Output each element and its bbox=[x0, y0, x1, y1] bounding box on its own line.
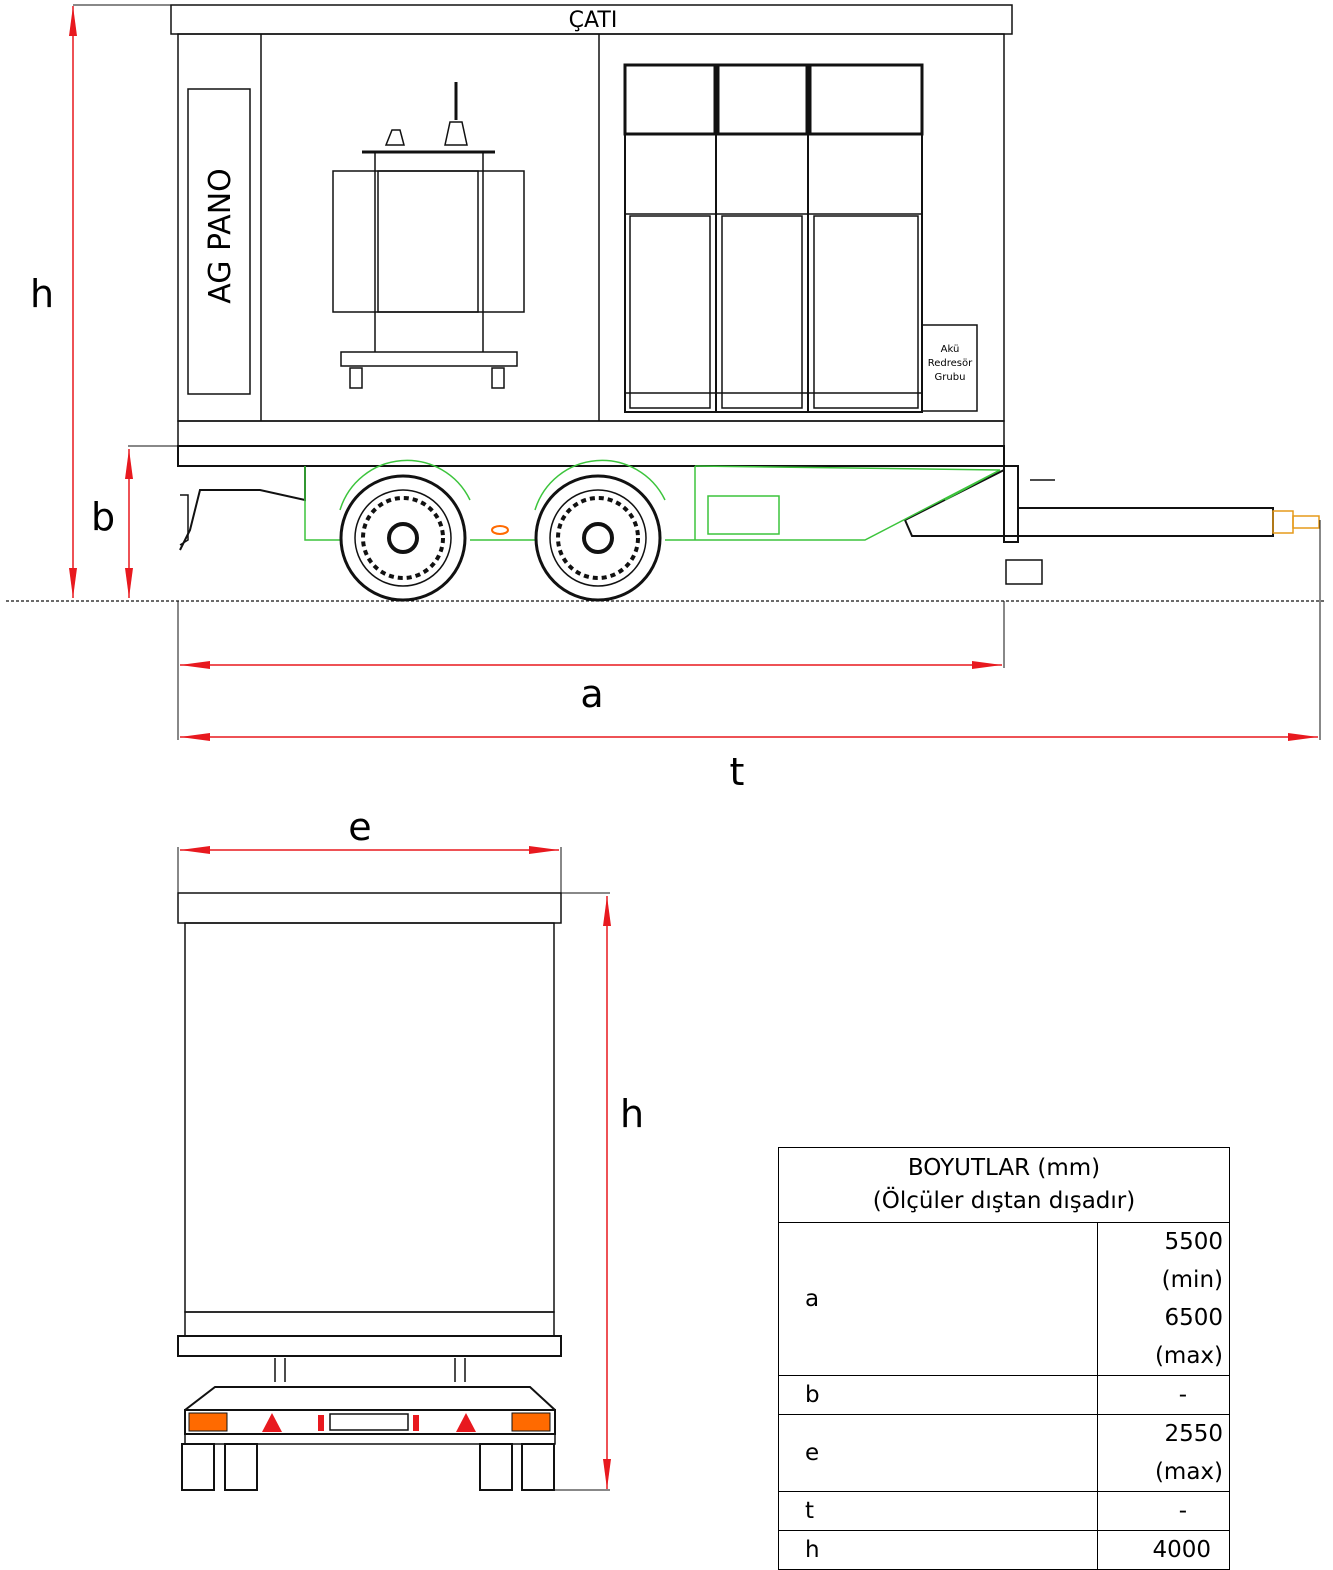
table-row: b - bbox=[778, 1375, 1230, 1415]
row-value: 4000 bbox=[1097, 1530, 1230, 1570]
front-roof bbox=[177, 892, 562, 924]
row-value: 5500 (min) 6500 (max) bbox=[1097, 1222, 1230, 1376]
technical-drawing: ÇATI AG PANO Akü Redresör Grubu h b a t bbox=[6, 4, 1325, 1491]
switchgear-cells bbox=[623, 63, 924, 413]
tail-light-right bbox=[511, 1412, 551, 1432]
table-header: BOYUTLAR (mm) (Ölçüler dıştan dışadır) bbox=[778, 1147, 1230, 1223]
dim-label-h-front: h bbox=[620, 1092, 644, 1136]
ag-panel bbox=[187, 88, 251, 395]
dim-label-t: t bbox=[730, 750, 745, 794]
dimension-lines bbox=[69, 4, 1321, 741]
row-label: e bbox=[778, 1414, 1098, 1492]
dim-label-a: a bbox=[580, 672, 603, 716]
rear-lights bbox=[188, 1412, 551, 1432]
rear-wheel bbox=[521, 1443, 555, 1491]
table-title: BOYUTLAR (mm) bbox=[907, 1155, 1101, 1181]
row-value: 2550 (max) bbox=[1097, 1414, 1230, 1492]
fender bbox=[304, 459, 1001, 541]
wheel bbox=[534, 474, 662, 602]
row-value: - bbox=[1097, 1375, 1230, 1415]
table-row: a 5500 (min) 6500 (max) bbox=[778, 1222, 1230, 1376]
table-subtitle: (Ölçüler dıştan dışadır) bbox=[872, 1188, 1136, 1214]
rear-wheel bbox=[181, 1443, 215, 1491]
control-box bbox=[707, 495, 780, 535]
row-value: - bbox=[1097, 1491, 1230, 1531]
row-label: t bbox=[778, 1491, 1098, 1531]
tail-light-left bbox=[188, 1412, 228, 1432]
side-view bbox=[170, 4, 1320, 602]
row-value-max: 6500 (max) bbox=[1154, 1305, 1223, 1369]
wheel bbox=[339, 474, 467, 602]
table-row: e 2550 (max) bbox=[778, 1414, 1230, 1492]
battery-label-2: Redresör bbox=[928, 358, 973, 369]
front-dimension-lines bbox=[177, 846, 611, 1491]
battery-label-1: Akü bbox=[941, 344, 960, 355]
dimensions-table: BOYUTLAR (mm) (Ölçüler dıştan dışadır) a… bbox=[778, 1147, 1230, 1570]
row-label: b bbox=[778, 1375, 1098, 1415]
transformer bbox=[332, 82, 525, 389]
roof-label: ÇATI bbox=[569, 8, 618, 33]
dim-label-e: e bbox=[348, 805, 371, 849]
container-floor bbox=[177, 420, 1005, 447]
drawbar bbox=[1003, 465, 1320, 585]
battery-rectifier-box bbox=[921, 324, 978, 412]
reflector-triangle-left bbox=[262, 1413, 282, 1432]
rear-wheel bbox=[224, 1443, 258, 1491]
row-label: h bbox=[778, 1530, 1098, 1570]
ag-panel-label: AG PANO bbox=[203, 168, 238, 304]
battery-label-3: Grubu bbox=[935, 372, 966, 383]
license-plate bbox=[329, 1413, 409, 1431]
reflector-triangle-right bbox=[456, 1413, 476, 1432]
row-label: a bbox=[778, 1222, 1098, 1376]
front-view bbox=[177, 892, 562, 1491]
row-value-min: 5500 (min) bbox=[1161, 1229, 1223, 1293]
table-row: t - bbox=[778, 1491, 1230, 1531]
rear-wheel bbox=[479, 1443, 513, 1491]
dim-label-b: b bbox=[91, 495, 115, 539]
table-row: h 4000 bbox=[778, 1530, 1230, 1570]
container-body bbox=[177, 33, 1005, 422]
dim-label-h: h bbox=[30, 272, 54, 316]
front-body bbox=[184, 922, 555, 1313]
